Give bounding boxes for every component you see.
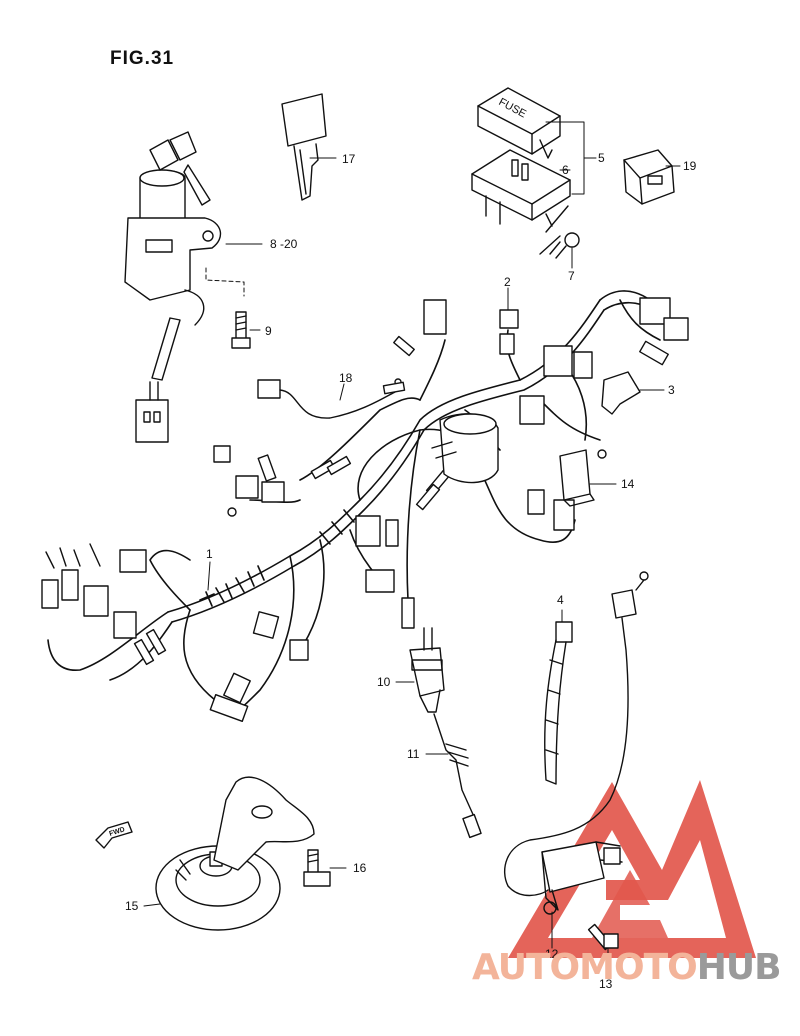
callout-15: 15 — [125, 899, 139, 913]
callout-16: 16 — [353, 861, 367, 875]
wire-lead-icon — [257, 379, 406, 419]
callout-4: 4 — [557, 593, 564, 607]
regulator-icon — [504, 571, 649, 915]
fwd-label: FWD — [108, 826, 125, 838]
bolt-13-icon — [587, 923, 619, 951]
callout-2: 2 — [504, 275, 511, 289]
bolt-icon — [231, 311, 251, 349]
fwd-arrow-icon: FWD — [95, 821, 133, 849]
leader-lines — [143, 121, 681, 977]
watermark-logo-icon — [508, 780, 756, 958]
fuse-box-icon: FUSE — [471, 87, 571, 255]
ignition-switch-icon — [124, 131, 222, 443]
watermark-text: AUTOMOTOHUB — [472, 947, 782, 988]
cap-icon — [601, 371, 641, 415]
screw-icon — [549, 232, 580, 259]
harness-connectors-icon — [41, 297, 689, 723]
callout-3: 3 — [668, 383, 675, 397]
callout-6: 6 — [562, 163, 569, 177]
callout-11: 11 — [407, 747, 420, 761]
callout-9: 9 — [265, 324, 272, 338]
connector-icon — [499, 309, 519, 329]
callout-18: 18 — [339, 371, 353, 385]
watermark-part-2: HUB — [696, 947, 782, 988]
sensor-switch-icon — [409, 627, 445, 713]
figure-title: FIG.31 — [110, 48, 175, 69]
callout-10: 10 — [377, 675, 391, 689]
horn-icon — [155, 776, 315, 931]
clamp-band-icon — [544, 621, 573, 785]
callout-17: 17 — [342, 152, 356, 166]
watermark-part-1: AUTOMOTO — [472, 947, 698, 988]
wire-lead-11-icon — [433, 713, 482, 839]
coil-component-icon — [431, 413, 499, 484]
callout-7: 7 — [568, 269, 575, 283]
bolt-16-icon — [303, 849, 331, 887]
key-icon — [281, 93, 327, 201]
callout-12: 12 — [545, 947, 559, 961]
relay-icon — [623, 149, 675, 205]
callout-1: 1 — [206, 547, 213, 561]
callout-13: 13 — [599, 977, 613, 991]
callout-14: 14 — [621, 477, 635, 491]
callout-5: 5 — [598, 151, 605, 165]
callout-8-20: 8 -20 — [270, 237, 298, 251]
callout-19: 19 — [683, 159, 697, 173]
connector-housing-icon — [559, 449, 595, 507]
